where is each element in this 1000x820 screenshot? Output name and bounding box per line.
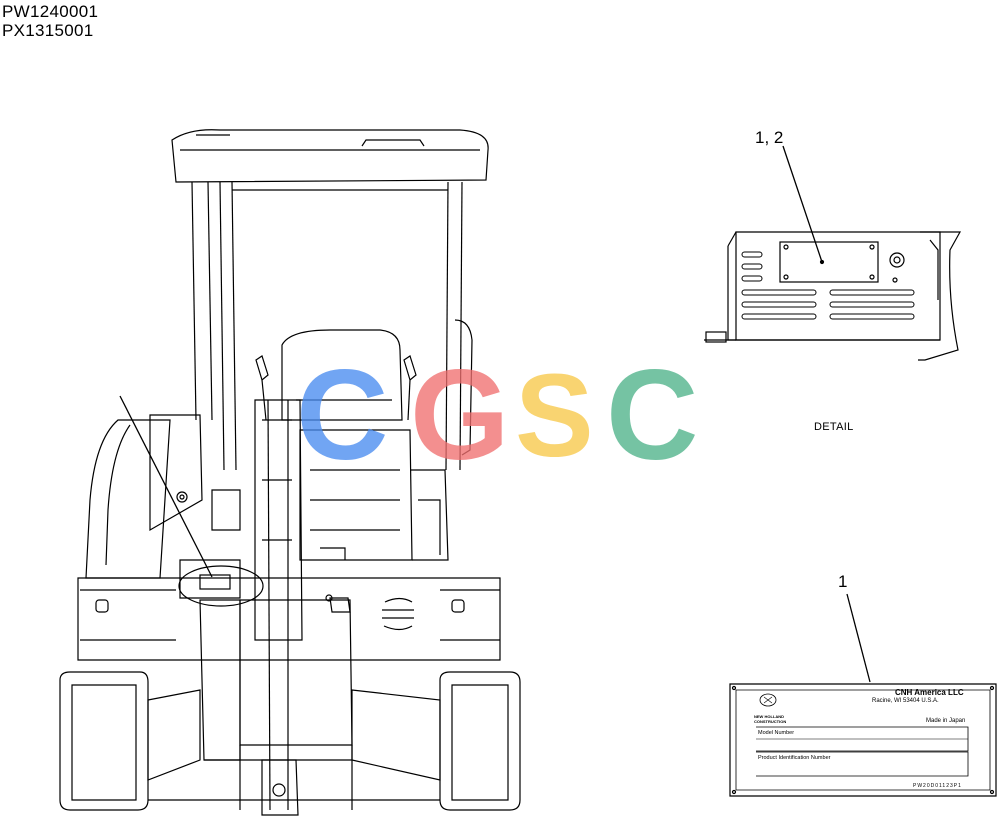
plate-brand-logo: NEW HOLLAND CONSTRUCTION — [754, 714, 787, 724]
plate-address: Racine, WI 53404 U.S.A. — [872, 698, 939, 704]
watermark-letter-c: C — [296, 344, 389, 487]
plate-company: CNH America LLC — [895, 688, 964, 697]
plate-model-label: Model Number — [758, 730, 795, 736]
watermark-letter-g: G — [410, 344, 510, 487]
watermark-letter-s: S — [515, 350, 594, 482]
plate-part-number: PW20D01123P1 — [913, 783, 962, 789]
detail-label: DETAIL — [814, 421, 854, 433]
drawing-code-2: PX1315001 — [2, 21, 94, 40]
drawing-code-1: PW1240001 — [2, 2, 99, 21]
watermark-letter-c-2: C — [606, 344, 699, 487]
detail-callout-number: 1, 2 — [755, 128, 784, 147]
plate-pin-label: Product Identification Number — [758, 755, 831, 761]
plate-callout-number: 1 — [838, 572, 848, 591]
serial-plate-illustration — [729, 593, 997, 797]
plate-made-in: Made in Japan — [926, 718, 966, 724]
excavator-illustration — [59, 129, 521, 816]
detail-panel-illustration — [704, 145, 962, 361]
